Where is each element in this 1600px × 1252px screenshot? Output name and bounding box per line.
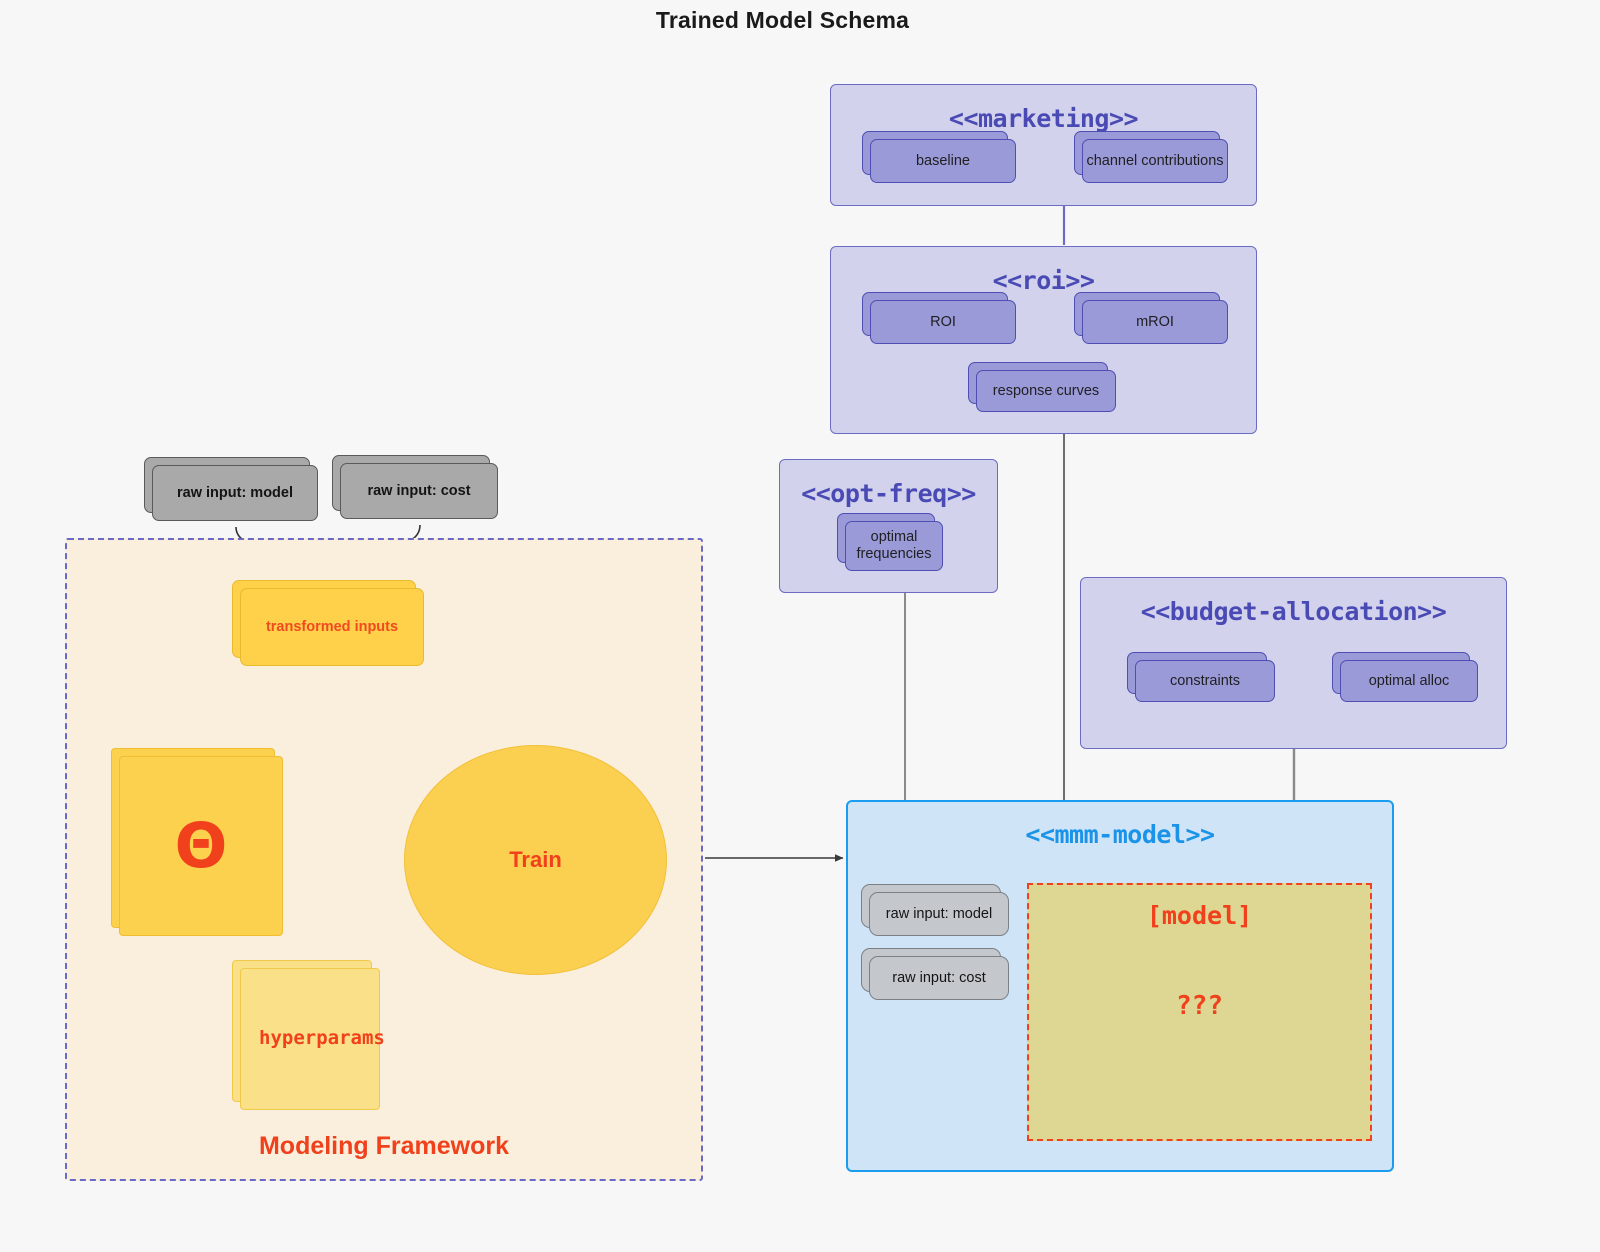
- theta-card[interactable]: Θ: [111, 748, 283, 936]
- card-label: raw input: model: [869, 892, 1009, 936]
- card-label: transformed inputs: [240, 588, 424, 666]
- node-baseline[interactable]: baseline: [862, 131, 1016, 183]
- package-mmm-model-title: <<mmm-model>>: [1025, 820, 1215, 849]
- package-roi-title: <<roi>>: [992, 266, 1095, 295]
- node-constraints[interactable]: constraints: [1127, 652, 1275, 702]
- train-node[interactable]: Train: [404, 745, 667, 975]
- raw-input-model-card[interactable]: raw input: model: [144, 457, 318, 521]
- node-channel-contributions[interactable]: channel contributions: [1074, 131, 1228, 183]
- theta-glyph: Θ: [174, 809, 228, 882]
- card-label: raw input: cost: [869, 956, 1009, 1000]
- package-marketing-title: <<marketing>>: [948, 104, 1139, 133]
- card-label: channel contributions: [1082, 139, 1228, 183]
- card-label: raw input: cost: [340, 463, 498, 519]
- raw-input-cost-card[interactable]: raw input: cost: [332, 455, 498, 519]
- card-label: response curves: [976, 370, 1116, 412]
- card-label: raw input: model: [152, 465, 318, 521]
- model-placeholder-block[interactable]: [model] ???: [1027, 883, 1372, 1141]
- card-label: constraints: [1135, 660, 1275, 702]
- transformed-inputs-card[interactable]: transformed inputs: [232, 580, 424, 666]
- card-label: baseline: [870, 139, 1016, 183]
- node-mmm-raw-input-model[interactable]: raw input: model: [861, 884, 1009, 936]
- node-response-curves[interactable]: response curves: [968, 362, 1116, 412]
- card-label: ROI: [870, 300, 1016, 344]
- model-unknown-label: ???: [1176, 991, 1223, 1021]
- node-roi[interactable]: ROI: [862, 292, 1016, 344]
- framework-label: Modeling Framework: [258, 1132, 510, 1160]
- card-label: mROI: [1082, 300, 1228, 344]
- card-label: hyperparams: [240, 968, 385, 1110]
- hyperparams-card[interactable]: hyperparams: [232, 960, 385, 1110]
- theta-symbol-icon: Θ: [119, 756, 283, 936]
- node-mroi[interactable]: mROI: [1074, 292, 1228, 344]
- node-mmm-raw-input-cost[interactable]: raw input: cost: [861, 948, 1009, 1000]
- train-label: Train: [509, 847, 562, 872]
- node-optimal-frequencies[interactable]: optimal frequencies: [837, 513, 943, 571]
- package-budget-allocation-title: <<budget-allocation>>: [1140, 597, 1447, 626]
- package-opt-freq-title: <<opt-freq>>: [801, 479, 976, 508]
- page-title: Trained Model Schema: [655, 7, 910, 33]
- card-label: optimal alloc: [1340, 660, 1478, 702]
- card-label: optimal frequencies: [845, 521, 943, 571]
- model-tag-label: [model]: [1146, 901, 1253, 930]
- node-optimal-alloc[interactable]: optimal alloc: [1332, 652, 1478, 702]
